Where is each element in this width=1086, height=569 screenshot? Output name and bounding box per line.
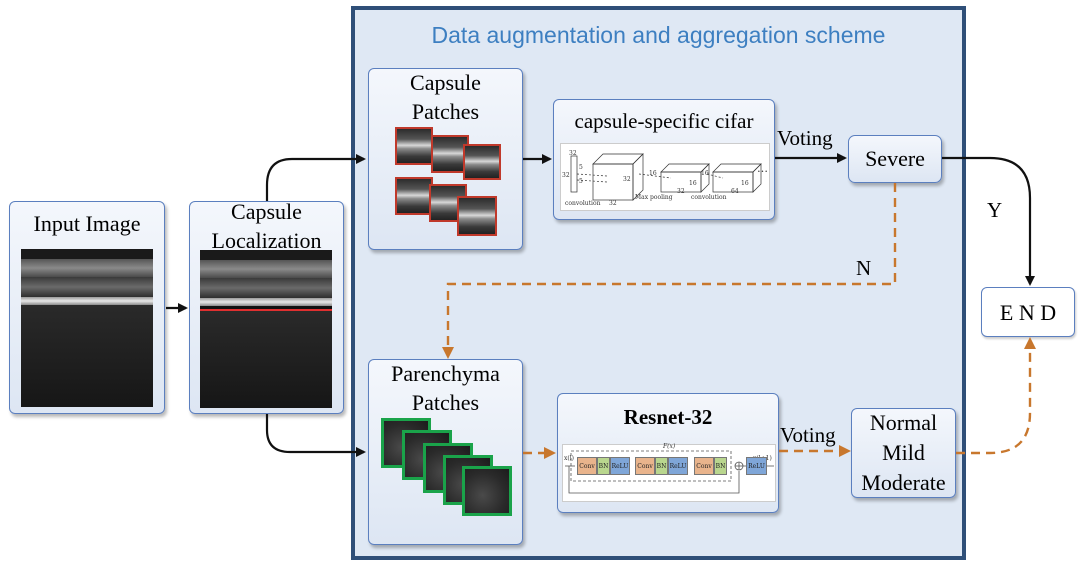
cifar-dim-4: 5 (579, 178, 583, 185)
capsule-patch-4 (395, 177, 433, 215)
severe-box: Severe (848, 135, 942, 183)
cifar-dim-3: 5 (579, 164, 583, 171)
cifar-dim-6: 32 (609, 200, 617, 207)
resnet-bn-2: BN (655, 457, 668, 475)
capsule-line-marker (200, 309, 332, 311)
arrow-localization-to-parenchyma-patches (265, 414, 366, 457)
capsule-patch-3 (463, 144, 501, 180)
capsule-localization-box: Capsule Localization (189, 199, 344, 414)
end-box: E N D (981, 287, 1075, 337)
resnet-relu-2: ReLU (668, 457, 688, 475)
localized-ultrasound-image (200, 250, 332, 408)
resnet-relu-3: ReLU (746, 457, 767, 475)
capsule-patches-label-line1: Capsule (410, 70, 481, 95)
resnet-bn-1: BN (597, 457, 610, 475)
arrow-classes-to-end (956, 337, 1036, 455)
cifar-dim-9: 32 (677, 188, 685, 195)
class-normal-label: Normal (869, 410, 938, 435)
parenchyma-patches-label-line1: Parenchyma (391, 361, 500, 386)
parenchyma-patches-box: Parenchyma Patches (368, 359, 523, 545)
capsule-patches-label-line2: Patches (411, 99, 480, 124)
input-image-label: Input Image (33, 211, 141, 236)
scheme-title: Data augmentation and aggregation scheme (431, 22, 886, 48)
class-moderate-label: Moderate (861, 470, 946, 495)
cifar-dim-10: 16 (701, 170, 709, 177)
capsule-cifar-box: capsule-specific cifar convolution Max (553, 99, 775, 220)
class-mild-label: Mild (882, 440, 925, 465)
voting-label-top: Voting (777, 126, 833, 150)
resnet-block-svg (565, 450, 774, 494)
input-ultrasound-image (21, 249, 153, 407)
input-image-box: Input Image (9, 201, 165, 414)
cifar-dim-8: 16 (689, 180, 697, 187)
cifar-label-convolution-1: convolution (565, 200, 601, 207)
resnet-block-figure: F(x) x(l) x(l+1) Conv BN ReLU Conv BN Re… (562, 443, 776, 502)
cifar-dim-5: 32 (623, 176, 631, 183)
cifar-architecture-figure: convolution Max pooling convolution 32 3… (560, 143, 770, 211)
cifar-dim-1: 32 (569, 150, 577, 157)
voting-label-bottom: Voting (780, 423, 836, 447)
parenchyma-patch-5 (462, 466, 512, 516)
cifar-dim-11: 16 (741, 180, 749, 187)
resnet-conv-1: Conv (577, 457, 597, 475)
resnet-relu-1: ReLU (610, 457, 630, 475)
normal-mild-moderate-box: Normal Mild Moderate (851, 408, 956, 498)
resnet-bn-3: BN (714, 457, 727, 475)
cifar-label-convolution-2: convolution (691, 194, 727, 201)
capsule-localization-label-line2: Localization (211, 228, 322, 253)
cifar-dim-12: 64 (731, 188, 739, 195)
resnet-conv-2: Conv (635, 457, 655, 475)
arrow-localization-to-capsule-patches (265, 154, 366, 201)
resnet-box: Resnet-32 F(x) x(l) x(l+1) Conv BN ReLU … (557, 393, 779, 513)
capsule-localization-label-line1: Capsule (231, 199, 302, 224)
resnet-xl-label: x(l) (564, 455, 574, 462)
end-label: E N D (999, 300, 1057, 325)
capsule-cifar-label: capsule-specific cifar (574, 109, 754, 133)
resnet-conv-3: Conv (694, 457, 714, 475)
resnet-fx-label: F(x) (663, 443, 676, 450)
cifar-dim-2: 32 (562, 172, 570, 179)
yes-label: Y (987, 198, 1003, 222)
severe-label: Severe (865, 146, 925, 171)
parenchyma-patches-label-line2: Patches (411, 390, 480, 415)
capsule-patches-box: Capsule Patches (368, 68, 523, 250)
resnet-label: Resnet-32 (623, 405, 713, 429)
cifar-ellipsis: … (757, 162, 768, 175)
capsule-patch-6 (457, 196, 497, 236)
capsule-patch-1 (395, 127, 433, 165)
no-label: N (856, 256, 872, 280)
cifar-label-max-pooling: Max pooling (635, 194, 673, 201)
cifar-dim-7: 16 (649, 170, 657, 177)
